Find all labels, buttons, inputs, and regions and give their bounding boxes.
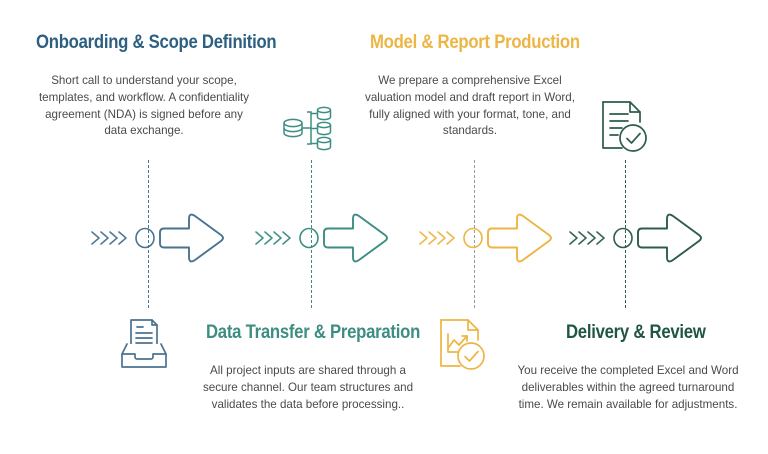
document-check-icon (598, 98, 650, 161)
arrow-circle-1 (135, 227, 155, 249)
inbox-tray-icon-svg (121, 319, 167, 368)
step-body-data-transfer: All project inputs are shared through a … (202, 364, 414, 411)
step-heading-data-transfer: Data Transfer & Preparation (206, 322, 421, 343)
arrow-shape-2 (323, 213, 388, 263)
step-heading-model-report: Model & Report Production (370, 32, 580, 53)
arrow-circle-4 (613, 227, 633, 249)
connector-line-4 (625, 160, 626, 308)
inbox-tray-icon (119, 316, 169, 379)
arrow-svg-4 (569, 213, 702, 263)
arrow-marker-1 (88, 207, 228, 269)
database-icon (282, 100, 340, 161)
step-body-onboarding: Short call to understand your scope, tem… (38, 74, 250, 138)
arrow-svg-3 (419, 213, 552, 263)
arrow-svg-1 (91, 213, 224, 263)
arrow-circle-2 (299, 227, 319, 249)
chart-document-check-icon-svg (440, 319, 485, 370)
connector-line-2 (311, 160, 312, 308)
step-body-model-report: We prepare a comprehensive Excel valuati… (365, 74, 575, 138)
arrow-shape-3 (487, 213, 552, 263)
document-check-icon-svg (602, 101, 647, 152)
arrow-circle-3 (463, 227, 483, 249)
database-icon-svg (283, 106, 332, 151)
connector-line-3 (474, 160, 475, 308)
arrow-marker-2 (252, 207, 392, 269)
step-body-delivery-review: You receive the completed Excel and Word… (517, 364, 739, 411)
step-heading-onboarding: Onboarding & Scope Definition (36, 32, 277, 53)
arrow-shape-1 (159, 213, 224, 263)
connector-line-1 (148, 160, 149, 308)
arrow-marker-4 (566, 207, 706, 269)
arrow-marker-3 (416, 207, 556, 269)
chart-document-check-icon (436, 316, 488, 379)
arrow-svg-2 (255, 213, 388, 263)
arrow-shape-4 (637, 213, 702, 263)
step-heading-delivery-review: Delivery & Review (566, 322, 706, 343)
